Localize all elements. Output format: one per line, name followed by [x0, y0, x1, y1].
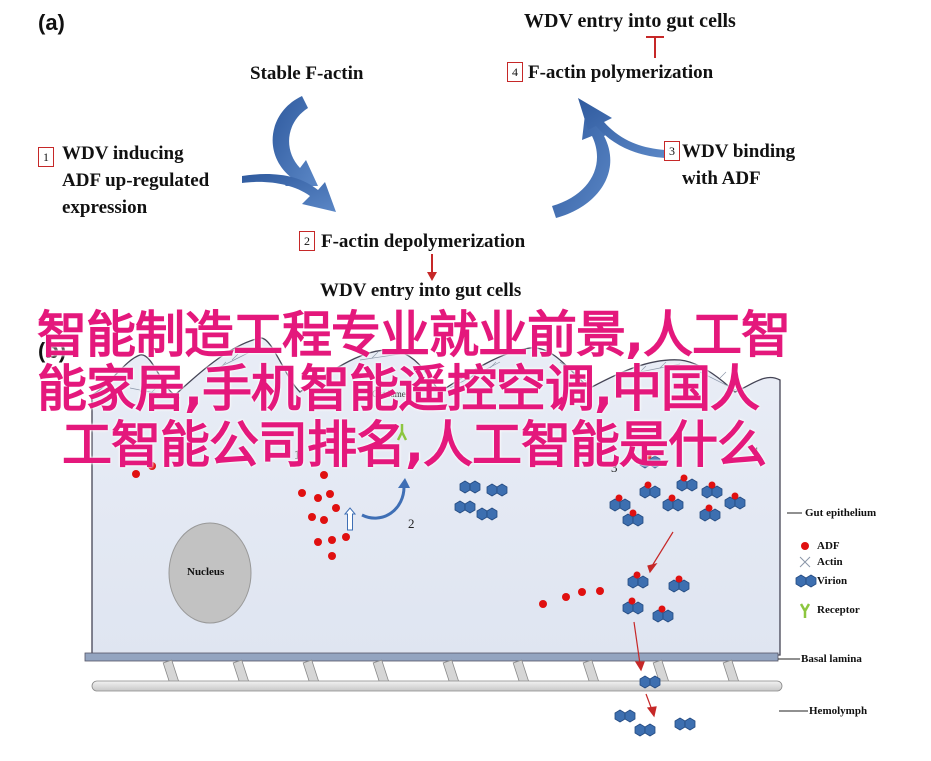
step-b-1: 1: [294, 447, 301, 462]
step-b-4: 4: [752, 444, 759, 459]
hollow-up-arrow: [343, 507, 357, 531]
panel-b-label: (b): [38, 338, 67, 363]
curved-arrow-left-mid: [242, 174, 336, 212]
step-1-line-3: expression: [62, 197, 148, 218]
curved-arrow-left-top: [272, 96, 318, 186]
watermark-line-3: 工智能公司排名,人工智能是什么: [62, 416, 767, 474]
legend-adf: ADF: [817, 540, 840, 552]
step-3-line-2: with ADF: [682, 168, 761, 189]
top-entry-text: WDV entry into gut cells: [524, 10, 736, 32]
down-arrow: [427, 254, 437, 281]
gut-lumen-label: Gut lumen: [372, 389, 411, 399]
legend-markers: [778, 512, 816, 712]
curved-arrow-right-bottom: [552, 106, 612, 218]
step-4-text: F-actin polymerization: [528, 62, 714, 83]
step-3-badge: 3: [664, 141, 680, 161]
step-2-badge: 2: [299, 231, 315, 251]
legend-receptor: Receptor: [817, 604, 860, 616]
watermark-line-2: 能家居,手机智能遥控空调,中国人: [37, 360, 760, 418]
hemolymph-label: Hemolymph: [809, 705, 868, 717]
step-4-badge: 4: [507, 62, 523, 82]
gut-epithelium-cell: [91, 337, 781, 656]
nucleus-label: Nucleus: [187, 566, 225, 578]
legend-actin: Actin: [817, 556, 843, 568]
step-1-line-1: WDV inducing: [62, 143, 184, 164]
adf-dots: [132, 462, 604, 608]
nucleus: [168, 522, 252, 624]
step-1-badge: 1: [38, 147, 54, 167]
virion-adf-dots: [615, 452, 739, 613]
legend-virion: Virion: [817, 575, 848, 587]
stable-f-actin: Stable F-actin: [250, 63, 364, 84]
actin-network: [129, 351, 741, 399]
basal-lamina-label: Basal lamina: [801, 653, 862, 665]
receptor: [396, 424, 408, 441]
gut-epithelium-label: Gut epithelium: [805, 507, 877, 519]
basal-lamina: [84, 652, 779, 662]
step-b-3: 3: [611, 460, 618, 475]
panel-a-label: (a): [38, 10, 65, 35]
curved-arrow-step-2: [361, 484, 406, 520]
inhibition-mark: [646, 36, 664, 58]
lower-membrane: [91, 680, 783, 692]
step-b-2: 2: [408, 516, 415, 531]
transport-arrows: [633, 531, 674, 718]
bottom-entry-text: WDV entry into gut cells: [320, 280, 522, 301]
step-3-line-1: WDV binding: [682, 141, 796, 162]
step-1-line-2: ADF up-regulated: [62, 170, 210, 191]
watermark-line-1: 智能制造工程专业就业前景,人工智: [37, 306, 791, 364]
panel-a-arrows: [242, 36, 665, 281]
curved-arrow-right-mid: [578, 98, 665, 158]
step-2-text: F-actin depolymerization: [321, 231, 526, 252]
